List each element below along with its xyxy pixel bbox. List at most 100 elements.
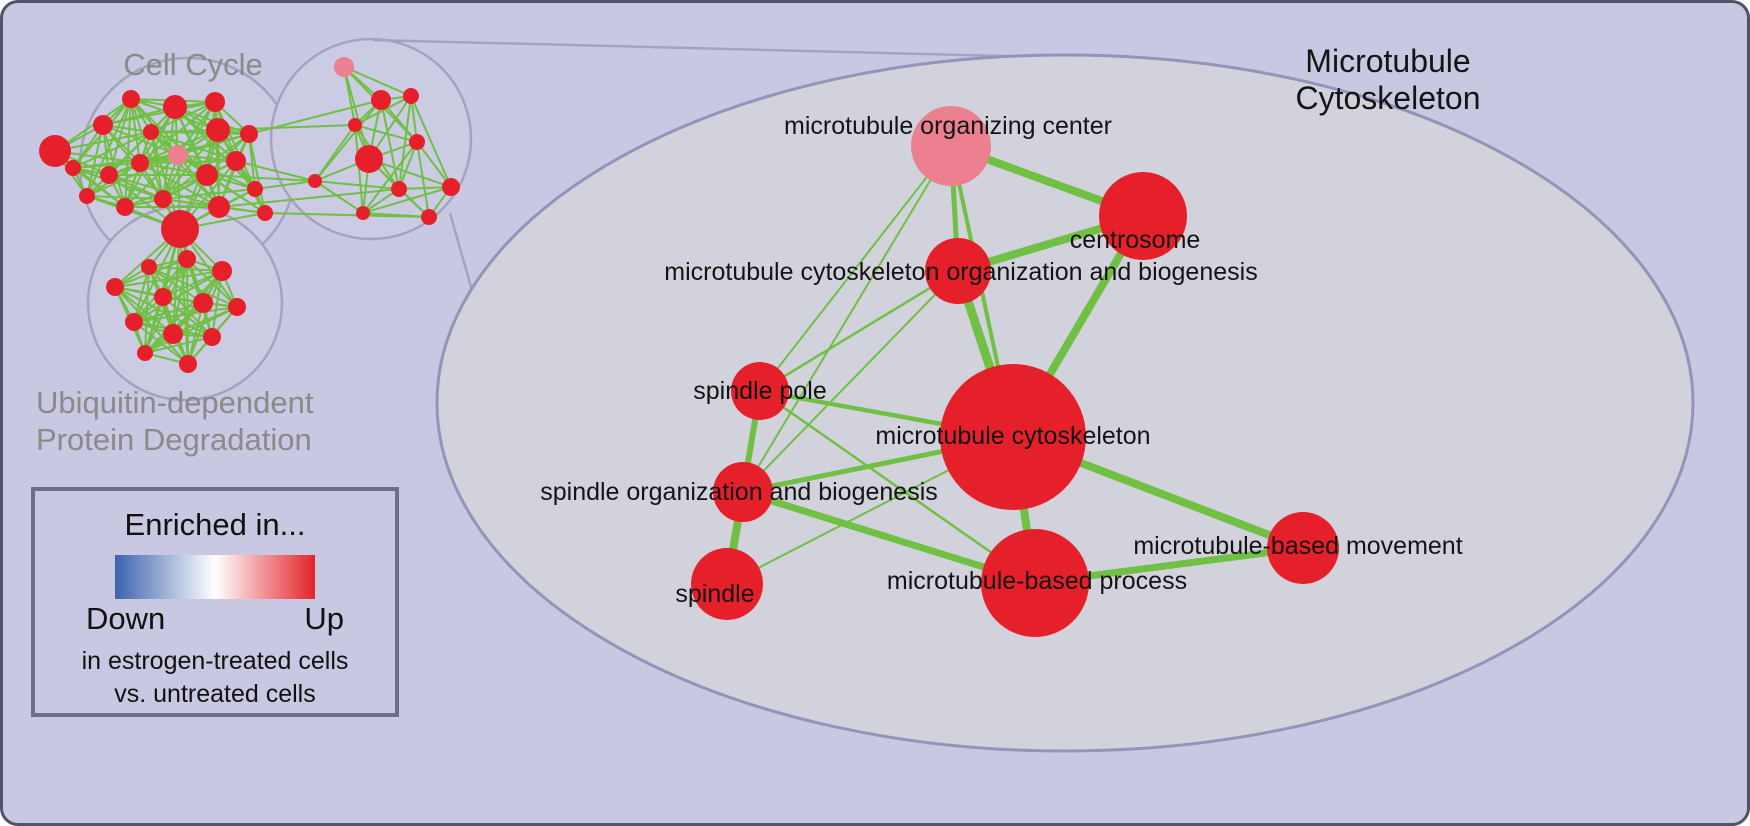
- mini-edge: [314, 180, 400, 190]
- mini-node: [39, 135, 71, 167]
- mini-edge: [410, 95, 452, 188]
- ubiquitin-cluster-label: Ubiquitin-dependent Protein Degradation: [36, 385, 314, 458]
- mini-edge: [54, 131, 152, 152]
- mini-node: [193, 293, 213, 313]
- ubiquitin-label-line1: Ubiquitin-dependent: [36, 385, 314, 420]
- mini-edge: [102, 124, 179, 156]
- mini-edge: [144, 306, 238, 354]
- legend-gradient-bar: [115, 555, 315, 599]
- mini-node: [79, 188, 95, 204]
- legend-up-label: Up: [304, 601, 344, 636]
- mini-node: [131, 154, 149, 172]
- mini-node: [257, 205, 273, 221]
- mini-node: [141, 259, 157, 275]
- mini-node: [205, 92, 225, 112]
- mini-node: [163, 324, 183, 344]
- mini-edge: [264, 212, 430, 218]
- node-label-mtc: microtubule cytoskeleton: [875, 422, 1150, 450]
- node-spindle_org: [713, 462, 773, 522]
- mini-node: [161, 210, 199, 248]
- legend-title: Enriched in...: [124, 507, 306, 542]
- mini-node: [178, 250, 196, 268]
- mini-edge: [362, 141, 418, 214]
- mini-edge: [133, 266, 150, 323]
- mini-edge: [314, 180, 364, 214]
- mini-node: [348, 118, 362, 132]
- mini-node: [308, 174, 322, 188]
- cluster-circle: [269, 37, 473, 241]
- mini-node: [203, 328, 221, 346]
- mini-node: [143, 124, 159, 140]
- edge-mtco-spindle_org: [742, 270, 959, 493]
- mini-node: [137, 345, 153, 361]
- node-mtco: [925, 238, 991, 304]
- mini-node: [226, 151, 246, 171]
- ubiquitin-label-line2: Protein Degradation: [36, 421, 312, 457]
- cell-cycle-cluster-label: Cell Cycle: [123, 47, 263, 82]
- mini-edge: [217, 124, 356, 131]
- mini-node: [100, 166, 118, 184]
- mini-edge: [354, 124, 418, 143]
- mini-edge: [343, 66, 370, 160]
- node-moc: [911, 106, 991, 186]
- legend: Enriched in... Down Up in estrogen-treat…: [31, 487, 399, 717]
- mini-node: [409, 134, 425, 150]
- mini-edge: [416, 141, 452, 188]
- legend-endpoint-labels: Down Up: [86, 601, 344, 637]
- mini-network-nodes-layer: [39, 57, 460, 373]
- mini-edge: [72, 131, 152, 169]
- mini-node: [403, 88, 419, 104]
- mini-node: [125, 313, 143, 331]
- mini-edge: [150, 131, 237, 162]
- mini-node: [206, 118, 230, 142]
- node-label-mt_movement: microtubule-based movement: [1133, 532, 1462, 560]
- mini-edge: [314, 99, 382, 182]
- edge-moc-spindle_pole: [759, 145, 952, 392]
- mini-edge: [177, 101, 216, 156]
- mini-edge: [139, 160, 237, 164]
- mini-node: [65, 160, 81, 176]
- mini-edge: [314, 124, 356, 182]
- mini-edge: [139, 162, 208, 176]
- microtubule-label-line2: Cytoskeleton: [1295, 79, 1481, 116]
- mini-edge: [354, 95, 412, 126]
- edge-moc-spindle_org: [742, 145, 952, 493]
- mini-edge: [102, 124, 126, 208]
- mini-node: [179, 355, 197, 373]
- mini-node: [371, 90, 391, 110]
- node-centrosome: [1099, 172, 1187, 260]
- mini-edge: [206, 174, 316, 182]
- mini-edge: [130, 98, 141, 164]
- mini-edge: [144, 336, 213, 354]
- node-label-moc: microtubule organizing center: [784, 112, 1112, 140]
- mini-node: [154, 288, 172, 306]
- mini-node: [391, 181, 407, 197]
- legend-caption-line2: vs. untreated cells: [114, 680, 316, 708]
- mini-edge: [398, 95, 412, 190]
- mini-edge: [86, 98, 132, 197]
- mini-edge: [218, 188, 400, 208]
- zoom-network-nodes-layer: [691, 106, 1339, 637]
- node-label-spindle_pole: spindle pole: [693, 377, 826, 405]
- mini-edge: [416, 141, 430, 218]
- mini-edge: [380, 99, 400, 190]
- mini-edge: [130, 98, 164, 200]
- mini-edge: [398, 141, 418, 190]
- node-spindle_pole: [731, 362, 789, 420]
- mini-edge: [254, 180, 316, 190]
- node-mt_movement: [1267, 512, 1339, 584]
- mini-edge: [187, 270, 223, 365]
- mini-node: [240, 125, 258, 143]
- mini-node: [442, 178, 460, 196]
- mini-edge: [133, 302, 204, 323]
- mini-edge: [206, 174, 266, 214]
- legend-caption: in estrogen-treated cells vs. untreated …: [35, 645, 395, 711]
- legend-caption-line1: in estrogen-treated cells: [81, 647, 349, 675]
- mini-edge: [362, 186, 452, 214]
- mini-node: [247, 181, 263, 197]
- mini-edge: [72, 162, 141, 169]
- mini-node: [106, 278, 124, 296]
- node-mt_process: [981, 529, 1089, 637]
- node-label-mt_process: microtubule-based process: [887, 567, 1187, 595]
